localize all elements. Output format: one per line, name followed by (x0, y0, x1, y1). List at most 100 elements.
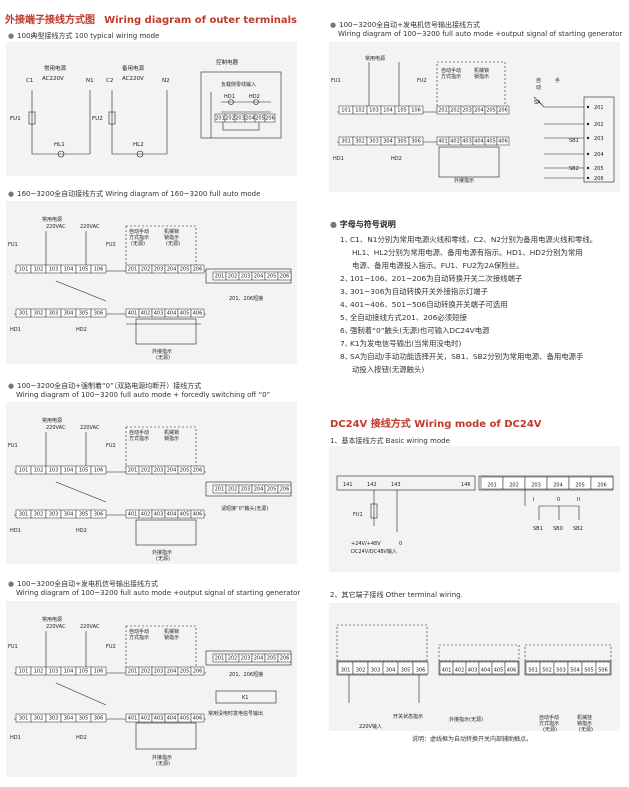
d4-label-hd2: HD2 (76, 735, 87, 741)
d2-terminal-row2-label: 201 (128, 267, 138, 273)
d3-terminal-row2-label: 202 (141, 468, 151, 474)
other-terminal-4-label: 406 (507, 668, 517, 674)
sa-terminal-dot (586, 166, 590, 170)
label-n2: N2 (162, 78, 170, 84)
d3-label-fu1: FU1 (8, 443, 18, 449)
d4-terminal-row1-label: 102 (34, 669, 44, 675)
label-c1: C1 (26, 78, 33, 84)
note-number: 5、 (340, 313, 353, 322)
d2-terminal-row3-cell (90, 308, 107, 318)
other-label-auto-manual: 自动手动 (539, 714, 559, 721)
d2-label-mode-indicator: 方式指示 (129, 234, 149, 241)
note-item: HL1、HL2分别为常用电源、备用电源有指示。HD1、HD2分别为常用 (340, 246, 597, 259)
label-hd1: HD1 (224, 94, 235, 100)
dc-left-terminal: 143 (391, 482, 401, 488)
notes-list: 1、C1、N1分别为常用电源火线和零线，C2、N2分别为备用电源火线和零线。HL… (340, 233, 597, 376)
d4-terminal-row3-label: 301 (19, 716, 29, 722)
other-terminal-4-label: 403 (468, 668, 478, 674)
d2-terminal-row1-label: 103 (49, 267, 59, 273)
d5-terminal-row2-label: 203 (462, 108, 472, 114)
sa-terminal-dot (586, 136, 590, 140)
dc-label-fu1: FU1 (353, 512, 363, 518)
d4-terminal-short-label: 203 (241, 656, 251, 662)
d4-terminal-row4-label: 402 (141, 716, 151, 722)
bullet-icon: ● (8, 190, 15, 198)
d2-label-ext: 外接指示 (152, 348, 172, 355)
d3-terminal-row3-label: 305 (79, 512, 89, 518)
d2-terminal-row4-cell (190, 308, 205, 318)
note-text: 301~306为自动转换开关外接指示灯端子 (350, 287, 488, 296)
d4-label-auto-manual: 自动手动 (129, 628, 149, 635)
page-title-en: Wiring diagram of outer terminals (104, 15, 297, 26)
note-item: 4、401~406、501~506自动转换开关端子可选用 (340, 298, 597, 311)
d2-terminal-row4-label: 402 (141, 311, 151, 317)
dc-label-sb2: SB2 (573, 526, 583, 532)
sa-terminal-label: 201 (594, 105, 604, 111)
other-terminal-5-label: 501 (528, 668, 538, 674)
d5-terminal-row3-label: 303 (369, 139, 379, 145)
other-terminal-3-label: 305 (401, 668, 411, 674)
d4-terminal-row3-label: 306 (94, 716, 104, 722)
d2-label-fu2: FU2 (106, 242, 116, 248)
d4-terminal-short-label: 201 (215, 656, 225, 662)
label-hl2: HL2 (133, 142, 144, 148)
d4-label-fu2: FU2 (106, 644, 116, 650)
label-hd2: HD2 (249, 94, 260, 100)
d5-terminal-row4-label: 404 (474, 139, 484, 145)
d4-terminal-row4-label: 405 (180, 716, 190, 722)
d2-terminal-row2-label: 203 (154, 267, 164, 273)
d4-terminal-row1-label: 104 (64, 669, 74, 675)
d4-terminal-row2-label: 203 (154, 669, 164, 675)
d4-label-mode-indicator: 方式指示 (129, 634, 149, 641)
d2-terminal-row4-label: 401 (128, 311, 138, 317)
d3-label-v220b: 220VAC (80, 425, 100, 431)
d5-terminal-row3-label: 305 (397, 139, 407, 145)
note-number: 2、 (340, 274, 353, 283)
note-text: SA为自动/手动功能选择开关，SB1、SB2分别为常用电源、备用电源手 (350, 352, 584, 361)
d2-label-auto-manual: 自动手动 (129, 228, 149, 235)
section-5-heading-en: Wiring diagram of 100~3200 full auto mod… (338, 30, 623, 38)
d5-terminal-row2-label: 204 (474, 108, 484, 114)
sa-terminal-dot (586, 122, 590, 126)
note-item: 动投入按钮(无源触头) (340, 363, 597, 376)
d5-label-sb1: SB1 (569, 138, 579, 144)
other-terminal-3-cell (412, 661, 429, 675)
dc-label-input: DC24V/DC48V输入 (351, 548, 397, 555)
d2-terminal-row1-label: 102 (34, 267, 44, 273)
sa-terminal-label: 203 (594, 136, 604, 142)
dc24-other-heading: 2、其它端子接线 Other terminal wiring. (330, 591, 463, 599)
d4-terminal-row1-label: 101 (19, 669, 29, 675)
d5-label-manual: 手 (555, 77, 560, 84)
d4-terminal-row2-label: 201 (128, 669, 138, 675)
d2-terminal-short-cell (277, 271, 292, 281)
label-fu2: FU2 (92, 116, 103, 122)
d5-label-auto-manual: 自动手动 (441, 67, 461, 74)
d2-label-no-source2: (无源) (166, 240, 180, 247)
d5-terminal-row4-cell (496, 136, 510, 146)
bullet-icon: ● (8, 580, 15, 588)
note-number: 1、 (340, 235, 353, 244)
note-item: 8、SA为自动/手动功能选择开关，SB1、SB2分别为常用电源、备用电源手 (340, 350, 597, 363)
other-terminal-3-label: 303 (371, 668, 381, 674)
d4-label-normal: 常用电源 (42, 616, 62, 623)
dc-left-terminal: 142 (367, 482, 377, 488)
d4-terminal-row2-cell (190, 666, 205, 676)
d3-label-ext-ns: (无源) (156, 555, 170, 562)
label-ac220-1: AC220V (42, 76, 64, 82)
d4-label-ext: 外接指示 (152, 754, 172, 761)
d2-label-hd2: HD2 (76, 327, 87, 333)
d3-label-v220: 220VAC (46, 425, 66, 431)
d5-terminal-row2-label: 202 (450, 108, 460, 114)
label-normal-power: 常用电源 (44, 64, 67, 72)
sa-terminal-label: 202 (594, 122, 604, 128)
other-label-220v: 220V输入 (359, 723, 382, 730)
d4-terminal-row3-label: 302 (34, 716, 44, 722)
d3-terminal-row4-label: 406 (193, 512, 203, 518)
section-3-heading: ●100~3200全自动+强制着“0”（双路电源均断开）接线方式 (8, 382, 202, 390)
bullet-icon: ● (8, 32, 15, 40)
note-text: 电源、备用电源投入指示。FU1、FU2为2A保险丝。 (352, 261, 524, 270)
diagram-2-panel (6, 201, 297, 364)
